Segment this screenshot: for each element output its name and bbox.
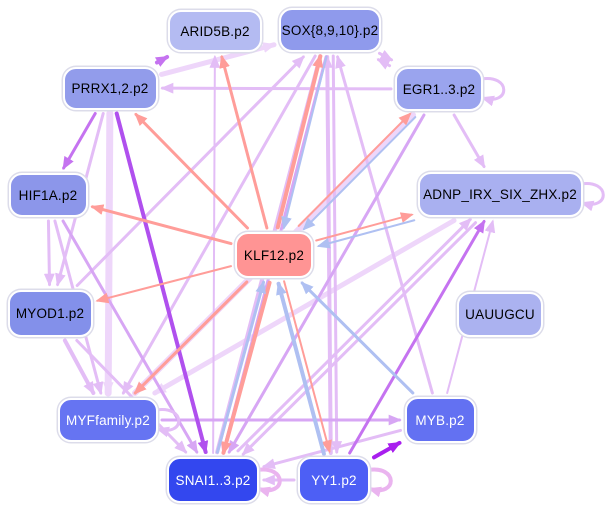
edge-klf12-to-egr [297,112,412,227]
node-prrx[interactable]: PRRX1,2.p2 [62,66,158,110]
edge-sox-to-yy1 [331,54,343,455]
node-snai1[interactable]: SNAI1..3.p2 [167,457,259,503]
node-hif1a[interactable]: HIF1A.p2 [8,173,88,217]
edge-klf12-to-adnp [315,212,414,242]
node-label: HIF1A.p2 [18,187,78,203]
edge-egr-to-adnp [452,113,486,169]
edge-adnp-to-klf12 [316,219,416,249]
edge-hif1a-to-myod1 [43,219,55,287]
node-yy1[interactable]: YY1.p2 [298,457,370,503]
self-loop-egr [479,77,506,107]
node-label: MYB.p2 [415,412,465,428]
node-myb[interactable]: MYB.p2 [404,397,476,443]
node-label: SOX{8,9,10}.p2 [281,22,379,38]
node-label: ARID5B.p2 [180,23,250,39]
edge-yy1-to-klf12 [276,281,326,456]
edge-klf12-to-arid5b [219,54,269,230]
edge-klf12-to-hif1a [90,204,233,246]
node-label: PRRX1,2.p2 [71,80,149,96]
self-loop-myf [154,408,181,438]
self-loop-yy1 [366,467,393,498]
edge-adnp-to-myf [152,218,457,396]
edge-myod1-to-myf [62,338,96,395]
node-label: EGR1..3.p2 [402,81,476,97]
edge-klf12-to-myf [133,280,249,395]
edge-sox-to-myf [121,54,317,395]
self-loop-adnp [579,182,605,212]
edge-snai1-to-klf12 [215,280,266,454]
node-arid5b[interactable]: ARID5B.p2 [168,10,262,52]
node-egr[interactable]: EGR1..3.p2 [395,67,483,111]
node-sox[interactable]: SOX{8,9,10}.p2 [279,8,381,52]
edge-prrx-to-hif1a [62,112,97,170]
edge-yy1-to-myb [372,440,402,460]
edge-egr-to-sox [376,58,392,70]
node-label: ADNP_IRX_SIX_ZHX.p2 [423,186,577,202]
node-label: MYFfamily.p2 [66,412,150,428]
edge-prrx-to-arid5b [154,55,170,67]
node-adnp[interactable]: ADNP_IRX_SIX_ZHX.p2 [417,171,583,217]
edge-sox-to-egr [377,49,394,62]
node-klf12[interactable]: KLF12.p2 [235,232,313,278]
node-label: YY1.p2 [311,472,357,488]
node-myod1[interactable]: MYOD1.p2 [7,289,93,337]
self-loop-snai1 [255,467,282,498]
node-label: SNAI1..3.p2 [175,472,251,488]
edge-egr-to-snai1 [227,113,426,454]
edge-sox-to-klf12 [281,55,328,230]
node-label: KLF12.p2 [243,247,305,263]
edge-klf12-to-myod1 [95,265,232,304]
node-label: MYOD1.p2 [15,305,85,321]
edge-prrx-to-snai1 [114,111,209,455]
node-myf[interactable]: MYFfamily.p2 [58,398,158,442]
edge-egr-to-prrx [160,82,393,94]
edge-snai1-to-arid5b [209,54,221,454]
node-label: UAUUGCU [465,306,535,322]
edge-klf12-to-prrx [134,112,249,230]
edge-klf12-to-snai1 [221,280,272,455]
node-uauugcu[interactable]: UAUUGCU [457,291,543,337]
edge-klf12-to-sox [275,54,324,230]
edge-myb-to-snai1 [261,428,402,469]
edge-egr-to-klf12 [302,116,417,231]
edge-myb-to-klf12 [300,281,415,395]
edge-klf12-to-yy1 [283,280,332,454]
edge-yy1-to-adnp [348,219,486,455]
edge-yy1-to-sox [321,54,333,456]
